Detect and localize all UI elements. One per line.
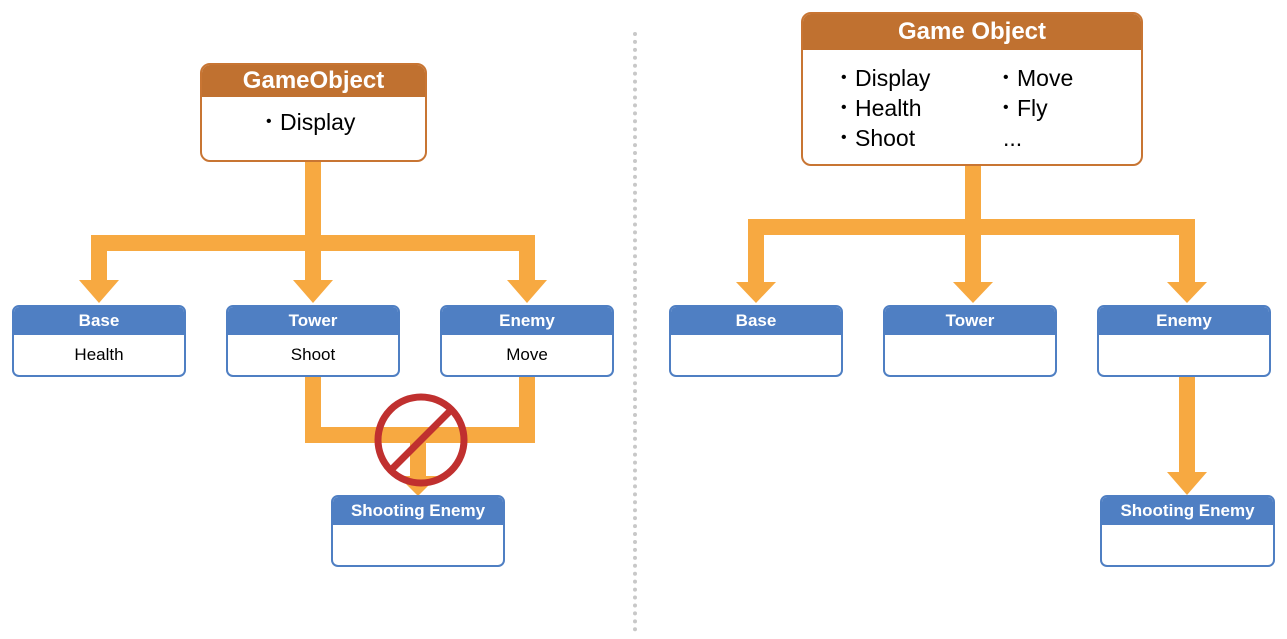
list-item: •Shoot — [841, 125, 916, 151]
left-root-title: GameObject — [202, 65, 425, 97]
left-tower-title: Tower — [228, 307, 398, 335]
left-drop-enemy — [519, 243, 535, 281]
right-drop-base — [748, 227, 764, 283]
arrow-to-tower-right — [953, 282, 993, 303]
prohibited-icon — [374, 393, 468, 487]
left-shooting-enemy-box: Shooting Enemy — [331, 495, 505, 567]
left-base-body: Health — [74, 345, 124, 364]
left-root-box: GameObject •Display — [200, 63, 427, 162]
right-tower-box: Tower — [883, 305, 1057, 377]
right-trunk — [965, 164, 981, 234]
left-enemy-body: Move — [506, 345, 548, 364]
right-enemy-title: Enemy — [1099, 307, 1269, 335]
list-item: •Display — [266, 109, 356, 135]
arrow-to-tower — [293, 280, 333, 303]
left-tower-box: Tower Shoot — [226, 305, 400, 377]
left-drop-base — [91, 243, 107, 281]
arrow-to-base-right — [736, 282, 776, 303]
right-enemy-box: Enemy — [1097, 305, 1271, 377]
left-merge-enemy-up — [519, 375, 535, 442]
right-shooting-enemy-title: Shooting Enemy — [1102, 497, 1273, 525]
left-enemy-title: Enemy — [442, 307, 612, 335]
right-enemy-drop — [1179, 375, 1195, 473]
left-drop-tower — [305, 243, 321, 281]
left-shooting-enemy-title: Shooting Enemy — [333, 497, 503, 525]
right-base-title: Base — [671, 307, 841, 335]
left-base-title: Base — [14, 307, 184, 335]
left-base-box: Base Health — [12, 305, 186, 377]
right-base-box: Base — [669, 305, 843, 377]
list-item: •Display — [841, 65, 931, 91]
left-enemy-box: Enemy Move — [440, 305, 614, 377]
left-trunk — [305, 160, 321, 243]
right-root-list-col1: •Display •Health •Shoot — [841, 63, 930, 153]
right-root-box: Game Object •Display •Health •Shoot •Mov… — [801, 12, 1143, 166]
list-item: ... — [1003, 125, 1023, 151]
arrow-to-enemy — [507, 280, 547, 303]
right-root-body: •Display •Health •Shoot •Move •Fly ... — [803, 50, 1141, 164]
list-item: •Health — [841, 95, 922, 121]
left-root-list: •Display — [202, 97, 425, 137]
right-tower-title: Tower — [885, 307, 1055, 335]
arrow-to-enemy-right — [1167, 282, 1207, 303]
right-root-list-col2: •Move •Fly ... — [1003, 63, 1073, 153]
right-root-title: Game Object — [803, 14, 1141, 50]
right-drop-enemy — [1179, 227, 1195, 283]
list-item: •Move — [1003, 65, 1074, 91]
section-divider — [633, 32, 637, 632]
arrow-to-base — [79, 280, 119, 303]
left-tower-body: Shoot — [290, 345, 336, 364]
right-shooting-enemy-box: Shooting Enemy — [1100, 495, 1275, 567]
right-drop-tower — [965, 227, 981, 283]
arrow-to-shooting-enemy-right — [1167, 472, 1207, 495]
left-merge-tower-up — [305, 375, 321, 442]
list-item: •Fly — [1003, 95, 1048, 121]
